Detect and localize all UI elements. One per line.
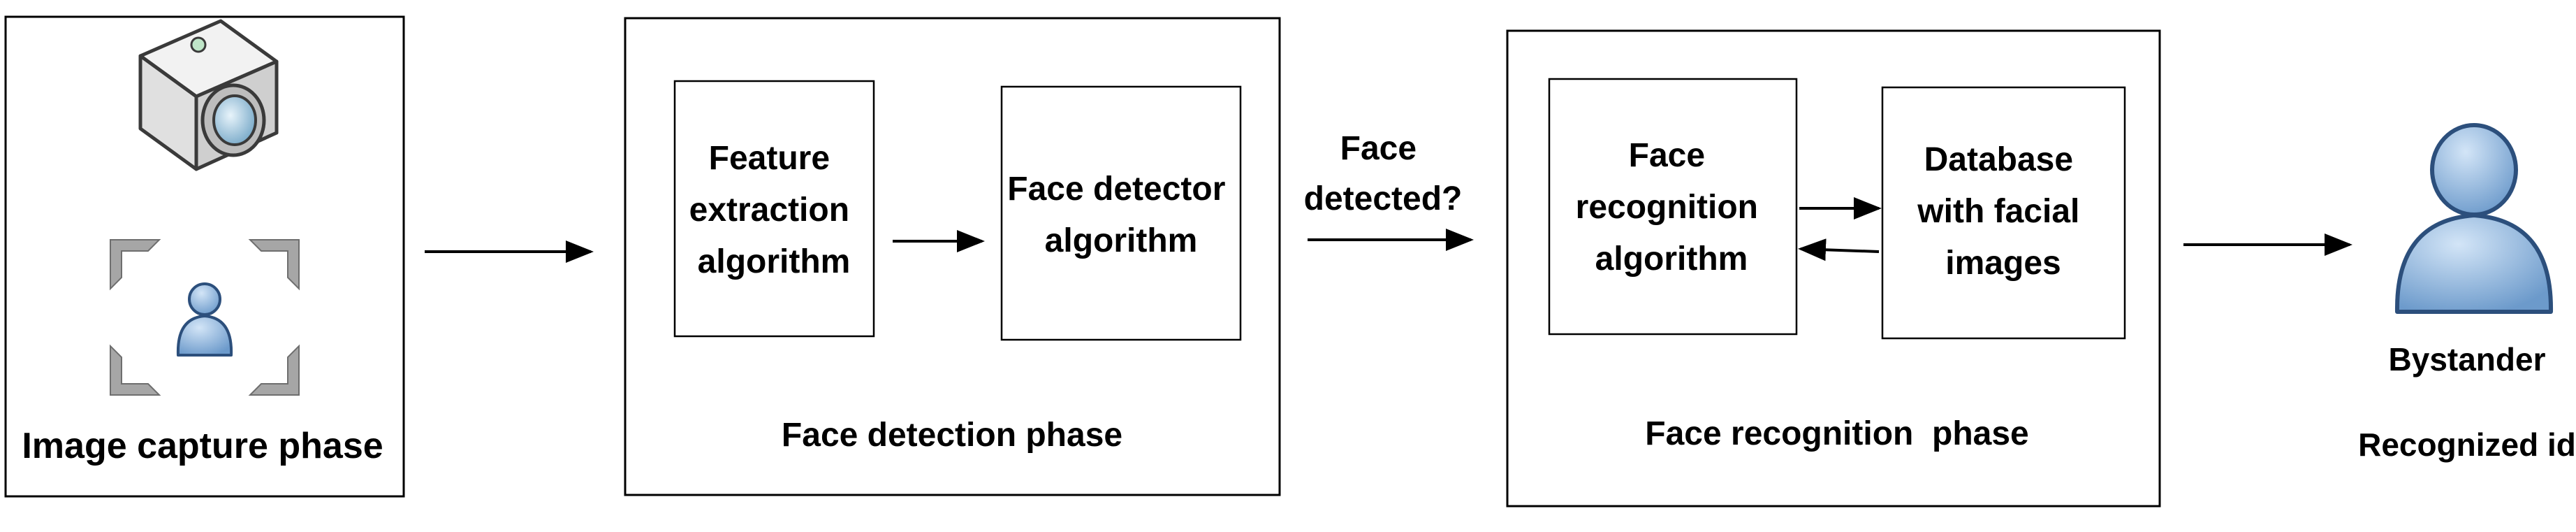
face-detector-line-1: Face detector (1007, 171, 1225, 208)
face-recognition-line-2: recognition (1576, 189, 1758, 226)
face-recognition-line-3: algorithm (1595, 240, 1748, 278)
face-recognition-phase-label: Face recognition phase (1645, 415, 2028, 452)
face-detected-line-2: detected? (1304, 180, 1463, 217)
database-line-2: with facial (1917, 193, 2079, 230)
database-box (1881, 86, 2126, 340)
face-detector-box (1000, 85, 1242, 341)
face-detection-label: Face detection phase (782, 417, 1122, 454)
image-capture-phase: Image capture phase (4, 15, 405, 498)
database-line-1: Database (1924, 141, 2073, 178)
face-recognition-algorithm-box (1548, 78, 1798, 336)
bystander-label: Bystander (2389, 341, 2546, 378)
viewfinder-icon (110, 239, 300, 396)
face-detector-line-2: algorithm (1045, 222, 1198, 259)
face-detector-label: Face detector algorithm (1007, 171, 1234, 259)
bystander-person-icon (2394, 123, 2554, 314)
database-line-3: images (1945, 245, 2061, 282)
camera-icon (138, 19, 279, 171)
image-capture-label: Image capture phase (22, 426, 383, 466)
feature-extraction-line-2: extraction (689, 192, 849, 229)
face-recognition-algorithm-label: Face recognition algorithm (1576, 137, 1768, 278)
feature-extraction-label: Feature extraction algorithm (689, 140, 859, 280)
face-detected-decision: Face detected? (1304, 130, 1474, 251)
arrow-database-to-recognition (1798, 238, 1880, 261)
feature-extraction-box (673, 80, 875, 338)
face-recognition-line-1: Face (1629, 137, 1705, 174)
feature-extraction-line-3: algorithm (698, 243, 851, 280)
recognized-id-label: Recognized id (2358, 426, 2576, 463)
face-recognition-phase: Face recognition algorithm Database with… (1506, 29, 2161, 508)
database-label: Database with facial images (1917, 141, 2088, 282)
person-icon (176, 282, 233, 357)
face-detection-phase: Feature extraction algorithm Face detect… (624, 17, 1281, 496)
output-section: Bystander Recognized id (2358, 123, 2576, 463)
face-detected-label: Face detected? (1304, 130, 1463, 217)
face-detected-line-1: Face (1340, 130, 1417, 167)
feature-extraction-line-1: Feature (709, 140, 830, 177)
